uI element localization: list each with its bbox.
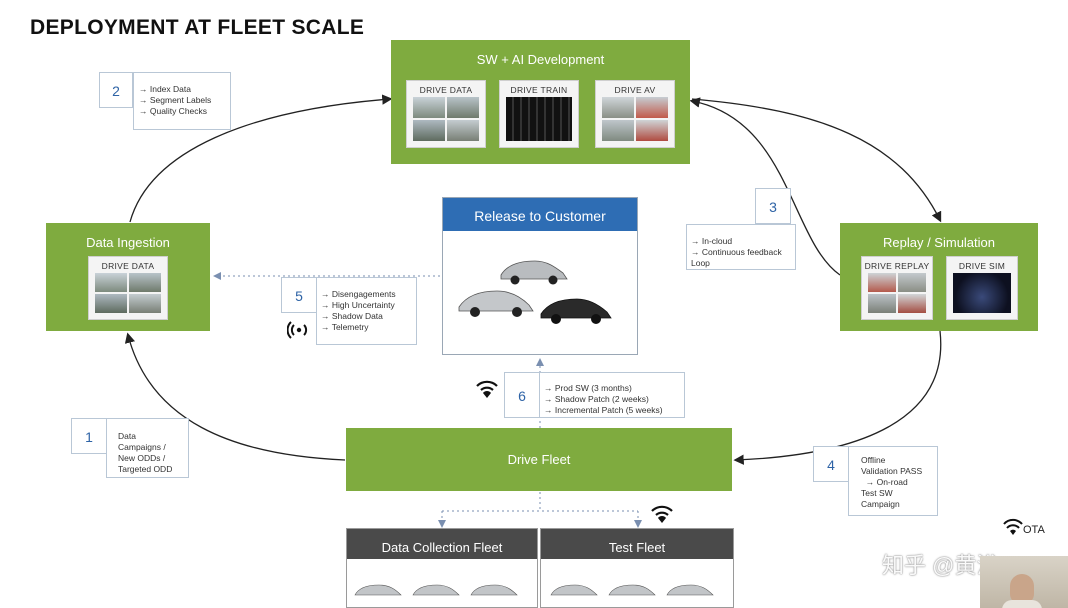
- sw-ai-title: SW + AI Development: [476, 52, 605, 67]
- wifi-icon: [476, 380, 498, 398]
- sw-ai-development-box: SW + AI Development DRIVE DATA DRIVE TRA…: [391, 40, 690, 164]
- server-rack-image: [506, 97, 572, 141]
- road-photos-image: [95, 273, 161, 313]
- note-step-3: → In-cloud → Continuous feedback Loop: [686, 224, 796, 270]
- data-collection-fleet-box: Data Collection Fleet: [346, 528, 538, 608]
- step-number-4: 4: [813, 446, 849, 482]
- note-step-6: → Prod SW (3 months) → Shadow Patch (2 w…: [539, 372, 685, 418]
- note-step-5: → Disengagements → High Uncertainty → Sh…: [316, 277, 417, 345]
- drive-sim-thumb: DRIVE SIM: [946, 256, 1018, 320]
- note-line: → Incremental Patch (5 weeks): [544, 405, 663, 415]
- night-sim-image: [953, 273, 1011, 313]
- note-step-2: → Index Data → Segment Labels → Quality …: [133, 72, 231, 130]
- av-view-image: [602, 97, 668, 141]
- release-title: Release to Customer: [443, 198, 637, 231]
- note-line: Test SW: [861, 488, 893, 498]
- note-step-1: Data Campaigns / New ODDs / Targeted ODD: [106, 418, 189, 478]
- test-fleet-title: Test Fleet: [541, 529, 733, 559]
- thumb-label: DRIVE DATA: [419, 85, 473, 95]
- step-number-2: 2: [99, 72, 133, 108]
- note-line: → Quality Checks: [139, 106, 208, 116]
- data-ingestion-box: Data Ingestion DRIVE DATA: [46, 223, 210, 331]
- note-line: → On-road: [861, 477, 908, 487]
- note-line: New ODDs /: [118, 453, 166, 463]
- note-line: → Continuous feedback: [691, 247, 782, 257]
- thumb-label: DRIVE AV: [614, 85, 656, 95]
- step-number-3: 3: [755, 188, 791, 224]
- note-line: Targeted ODD: [118, 464, 173, 474]
- drive-data-thumb: DRIVE DATA: [88, 256, 168, 320]
- car-icon: [458, 260, 612, 324]
- data-ingestion-title: Data Ingestion: [86, 235, 170, 250]
- drive-av-thumb: DRIVE AV: [595, 80, 675, 148]
- note-line: → Telemetry: [321, 322, 369, 332]
- note-line: Loop: [691, 258, 710, 268]
- wifi-icon: [651, 505, 673, 523]
- step-number-1: 1: [71, 418, 107, 454]
- note-line: Offline: [861, 455, 886, 465]
- note-line: Campaigns /: [118, 442, 166, 452]
- replay-simulation-box: Replay / Simulation DRIVE REPLAY DRIVE S…: [840, 223, 1038, 331]
- road-photos-image: [413, 97, 479, 141]
- note-line: Campaign: [861, 499, 900, 509]
- step-number-6: 6: [504, 372, 540, 418]
- drive-fleet-title: Drive Fleet: [507, 452, 571, 467]
- note-step-4: Offline Validation PASS → On-road Test S…: [848, 446, 938, 516]
- note-line: → High Uncertainty: [321, 300, 395, 310]
- thumb-label: DRIVE SIM: [958, 261, 1006, 271]
- wireless-signal-icon: [287, 321, 308, 339]
- arrow-sw-to-replay: [691, 98, 942, 223]
- arrow-fleet-to-subfleets: [441, 492, 639, 524]
- arrow-replay-to-fleet: [733, 330, 942, 465]
- drive-fleet-box: Drive Fleet: [346, 428, 732, 491]
- wifi-icon: [1003, 518, 1023, 535]
- release-to-customer-box: Release to Customer: [442, 197, 638, 355]
- drive-data-thumb: DRIVE DATA: [406, 80, 486, 148]
- note-line: → Disengagements: [321, 289, 396, 299]
- test-fleet-box: Test Fleet: [540, 528, 734, 608]
- thumb-label: DRIVE REPLAY: [864, 261, 930, 271]
- presenter-shirt: [1002, 600, 1042, 608]
- note-line: Data: [118, 431, 136, 441]
- note-line: Validation PASS: [861, 466, 923, 476]
- note-line: → Index Data: [139, 84, 191, 94]
- data-collection-fleet-title: Data Collection Fleet: [347, 529, 537, 559]
- note-line: → Shadow Data: [321, 311, 383, 321]
- drive-replay-thumb: DRIVE REPLAY: [861, 256, 933, 320]
- note-line: → Segment Labels: [139, 95, 212, 105]
- step-number-5: 5: [281, 277, 317, 313]
- drive-train-thumb: DRIVE TRAIN: [499, 80, 579, 148]
- watermark: 知乎 @黄浴: [882, 553, 999, 578]
- note-line: → Prod SW (3 months): [544, 383, 632, 393]
- note-line: → Shadow Patch (2 weeks): [544, 394, 649, 404]
- arrow-fleet-to-ingestion: [124, 332, 346, 461]
- thumb-label: DRIVE DATA: [101, 261, 155, 271]
- car-icon: [550, 584, 714, 596]
- presenter-face: [1010, 574, 1034, 604]
- replay-title: Replay / Simulation: [883, 235, 995, 250]
- replay-view-image: [868, 273, 926, 313]
- note-line: → In-cloud: [691, 236, 733, 246]
- page-title: DEPLOYMENT AT FLEET SCALE: [30, 16, 365, 39]
- car-icon: [354, 584, 518, 596]
- ota-label: OTA: [1023, 524, 1045, 536]
- presenter-webcam: [980, 556, 1068, 608]
- thumb-label: DRIVE TRAIN: [510, 85, 568, 95]
- arrow-replay-to-sw: [689, 97, 841, 276]
- arrow-ingestion-to-sw: [129, 94, 393, 223]
